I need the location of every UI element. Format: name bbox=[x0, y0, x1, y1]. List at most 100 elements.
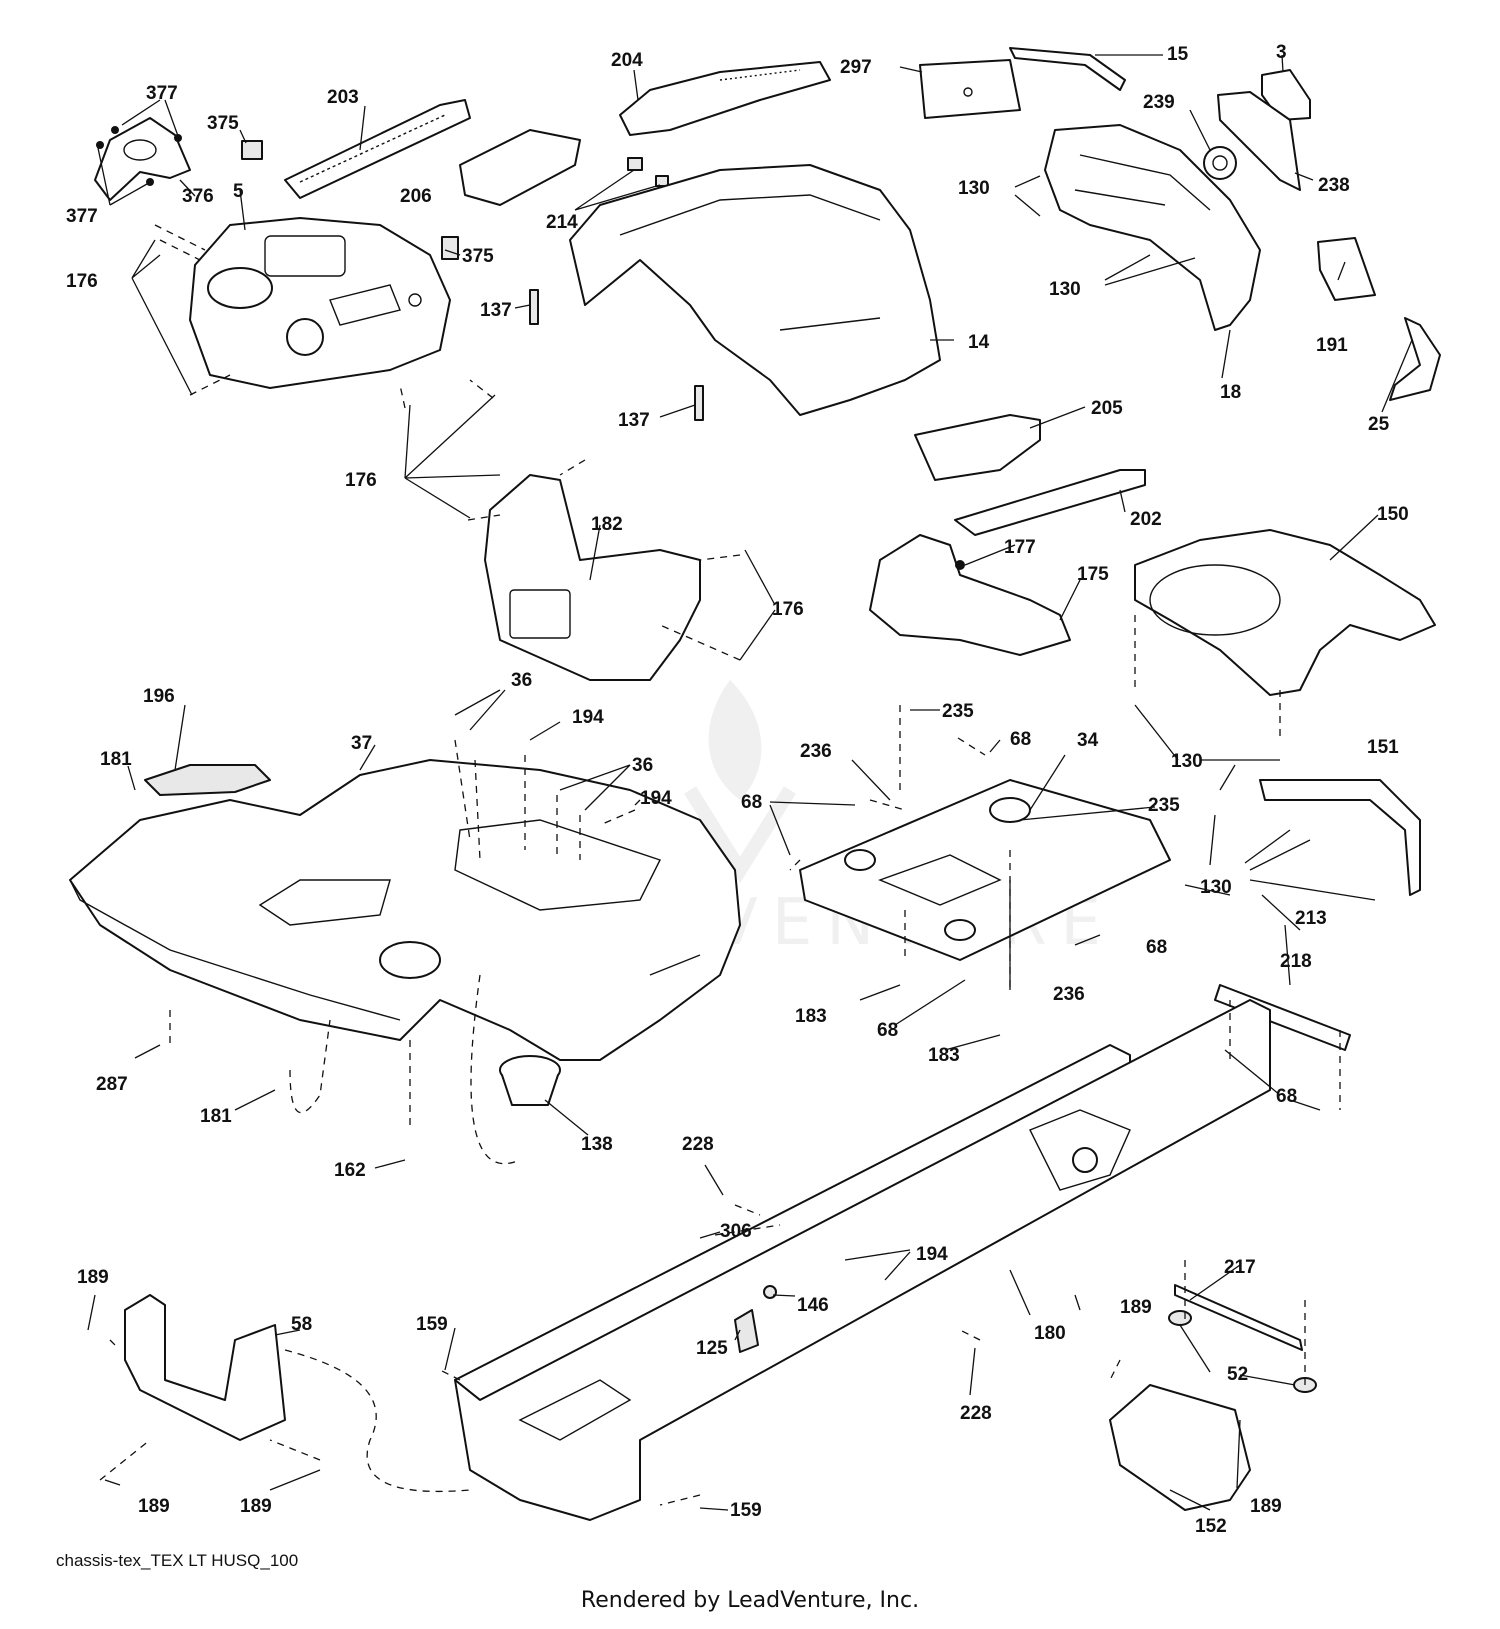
part-lower-dash-182 bbox=[484, 474, 701, 681]
callout-218: 218 bbox=[1280, 951, 1312, 972]
callout-181-a: 181 bbox=[100, 749, 132, 770]
part-dash-panel-5 bbox=[189, 217, 451, 389]
callout-159-a: 159 bbox=[416, 1314, 448, 1335]
callout-375-a: 375 bbox=[207, 113, 239, 134]
callout-159-b: 159 bbox=[730, 1500, 762, 1521]
callout-189-b: 189 bbox=[1120, 1297, 1152, 1318]
part-emblem-3 bbox=[1261, 69, 1311, 121]
callout-labels: 377 204 297 15 3 203 375 239 376 377 206… bbox=[66, 42, 1409, 1537]
part-block-191 bbox=[1317, 237, 1376, 301]
part-clip-214-a bbox=[627, 157, 643, 171]
callout-37: 37 bbox=[351, 733, 372, 754]
part-clip-375-b bbox=[441, 236, 459, 260]
callout-68-e: 68 bbox=[1276, 1086, 1297, 1107]
part-clip-214-b bbox=[655, 175, 669, 187]
callout-180: 180 bbox=[1034, 1323, 1066, 1344]
callout-183-a: 183 bbox=[795, 1006, 827, 1027]
callout-176-a: 176 bbox=[66, 271, 98, 292]
callout-175: 175 bbox=[1077, 564, 1109, 585]
callout-34: 34 bbox=[1077, 730, 1099, 751]
callout-238: 238 bbox=[1318, 175, 1350, 196]
callout-137-b: 137 bbox=[618, 410, 650, 431]
part-rod-217 bbox=[1174, 1284, 1303, 1351]
callout-189-a: 189 bbox=[77, 1267, 109, 1288]
callout-217: 217 bbox=[1224, 1257, 1256, 1278]
part-pin-137-b bbox=[694, 385, 704, 421]
part-grommet-239 bbox=[1203, 146, 1237, 180]
callout-194-b: 194 bbox=[640, 788, 672, 809]
callout-228-b: 228 bbox=[960, 1403, 992, 1424]
part-bracket-376 bbox=[94, 117, 191, 201]
callout-377-b: 377 bbox=[66, 206, 98, 227]
callout-36-a: 36 bbox=[511, 670, 532, 691]
callout-236-b: 236 bbox=[1053, 984, 1085, 1005]
callout-203: 203 bbox=[327, 87, 359, 108]
diagram-id-caption: chassis-tex_TEX LT HUSQ_100 bbox=[56, 1551, 299, 1570]
callout-204: 204 bbox=[611, 50, 643, 71]
callout-183-b: 183 bbox=[928, 1045, 960, 1066]
part-bracket-58 bbox=[124, 1294, 286, 1441]
callout-36-b: 36 bbox=[632, 755, 653, 776]
leader-lines bbox=[87, 54, 1413, 1511]
callout-191: 191 bbox=[1316, 335, 1348, 356]
callout-287: 287 bbox=[96, 1074, 128, 1095]
callout-239: 239 bbox=[1143, 92, 1175, 113]
part-blower-housing-150 bbox=[1134, 529, 1436, 696]
callout-228-a: 228 bbox=[682, 1134, 714, 1155]
part-plate-196 bbox=[144, 764, 271, 796]
part-pin-137-a bbox=[529, 289, 539, 325]
part-trim-15 bbox=[1009, 47, 1126, 91]
callout-206: 206 bbox=[400, 186, 432, 207]
callout-14: 14 bbox=[968, 332, 990, 353]
callout-235-a: 235 bbox=[942, 701, 974, 722]
callout-236-a: 236 bbox=[800, 741, 832, 762]
part-fender-37 bbox=[69, 759, 741, 1061]
callout-377: 377 bbox=[146, 83, 178, 104]
callout-130-b: 130 bbox=[1049, 279, 1081, 300]
part-grille-202 bbox=[954, 469, 1146, 536]
callout-162: 162 bbox=[334, 1160, 366, 1181]
callout-15: 15 bbox=[1167, 44, 1189, 65]
callout-297: 297 bbox=[840, 57, 872, 78]
callout-176-c: 176 bbox=[772, 599, 804, 620]
callout-205: 205 bbox=[1091, 398, 1123, 419]
callout-68-b: 68 bbox=[741, 792, 762, 813]
callout-182: 182 bbox=[591, 514, 623, 535]
callout-68-a: 68 bbox=[1010, 729, 1031, 750]
callout-376: 376 bbox=[182, 186, 214, 207]
callout-137-a: 137 bbox=[480, 300, 512, 321]
callout-52: 52 bbox=[1227, 1364, 1248, 1385]
part-shield-152 bbox=[1109, 1384, 1251, 1511]
callout-58: 58 bbox=[291, 1314, 312, 1335]
part-grille-18 bbox=[1044, 124, 1261, 331]
part-strip-25 bbox=[1389, 317, 1441, 401]
callout-189-d: 189 bbox=[240, 1496, 272, 1517]
part-hood-vent-204 bbox=[619, 61, 831, 136]
callout-306: 306 bbox=[720, 1221, 752, 1242]
callout-375-b: 375 bbox=[462, 246, 494, 267]
callout-194-a: 194 bbox=[572, 707, 604, 728]
part-bezel-238 bbox=[1217, 91, 1301, 191]
part-duct-205 bbox=[914, 414, 1041, 481]
callout-177: 177 bbox=[1004, 537, 1036, 558]
callout-138: 138 bbox=[581, 1134, 613, 1155]
callout-146: 146 bbox=[797, 1295, 829, 1316]
part-fastener-146 bbox=[763, 1285, 777, 1299]
watermark-logo bbox=[684, 680, 796, 884]
render-attribution: Rendered by LeadVenture, Inc. bbox=[580, 1588, 920, 1613]
callout-18: 18 bbox=[1220, 382, 1241, 403]
callout-196: 196 bbox=[143, 686, 175, 707]
part-frame-180 bbox=[454, 999, 1271, 1521]
assembly-lines bbox=[99, 224, 1341, 1506]
part-bushing-52-a bbox=[1168, 1310, 1192, 1326]
part-hood-14 bbox=[569, 164, 941, 416]
callout-125: 125 bbox=[696, 1338, 728, 1359]
part-clip-125 bbox=[734, 1309, 759, 1353]
callout-5: 5 bbox=[233, 181, 244, 202]
callout-235-b: 235 bbox=[1148, 795, 1180, 816]
callout-151: 151 bbox=[1367, 737, 1399, 758]
part-bracket-151 bbox=[1259, 779, 1421, 896]
callout-130-d: 130 bbox=[1200, 877, 1232, 898]
callout-213: 213 bbox=[1295, 908, 1327, 929]
